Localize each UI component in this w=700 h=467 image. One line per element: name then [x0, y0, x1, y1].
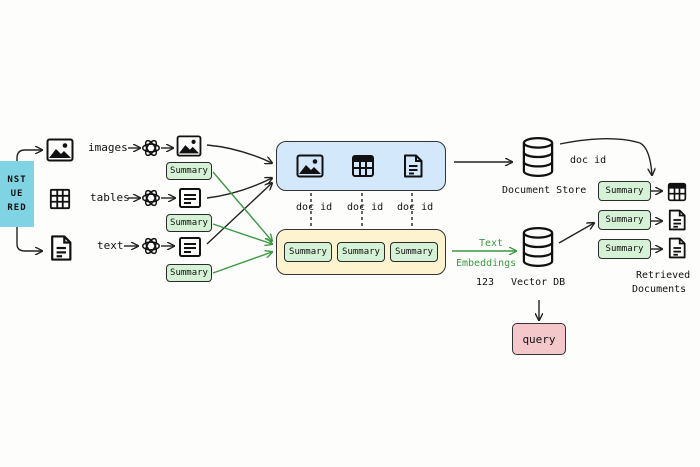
table-icon	[667, 182, 687, 202]
database-icon	[522, 136, 554, 178]
source-line: NST	[7, 175, 27, 185]
summary-arrows	[212, 171, 272, 274]
text-lines-icon	[178, 237, 202, 257]
source-line: UE	[10, 189, 24, 199]
summary-panel: Summary Summary Summary	[276, 229, 446, 275]
document-panel	[276, 141, 446, 191]
source-line: RED	[7, 203, 27, 213]
embedding-value: 123	[476, 277, 495, 288]
query-box: query	[512, 323, 566, 355]
document-icon	[51, 235, 72, 261]
retrieved-arrows	[651, 191, 662, 249]
raw-to-docstore-arrows	[206, 144, 272, 245]
retrieved-summary-chip: Summary	[598, 181, 651, 201]
text-embeddings-label-line2: Embeddings	[456, 258, 517, 269]
doc-id-label: doc id	[397, 202, 434, 213]
openai-logo-icon	[142, 236, 160, 256]
openai-logo-icon	[142, 188, 160, 208]
summary-chip: Summary	[284, 242, 332, 262]
document-store-label: Document Store	[502, 185, 587, 196]
doc-id-label: doc id	[296, 202, 333, 213]
document-icon	[403, 154, 423, 178]
document-icon	[668, 209, 686, 231]
openai-logo-icon	[142, 138, 160, 158]
image-icon	[176, 135, 202, 157]
retrieved-summary-chip: Summary	[598, 239, 651, 259]
document-icon	[668, 237, 686, 259]
summary-chip: Summary	[166, 162, 212, 180]
text-label: text	[97, 239, 124, 252]
database-icon	[522, 226, 554, 268]
retrieved-summary-chip: Summary	[598, 210, 651, 230]
doc-id-label: doc id	[347, 202, 384, 213]
doc-id-label: doc id	[570, 155, 607, 166]
text-lines-icon	[178, 188, 202, 208]
vector-db-label: Vector DB	[511, 277, 566, 288]
summary-chip: Summary	[166, 214, 212, 232]
table-icon	[49, 188, 71, 210]
table-icon	[352, 155, 374, 177]
retrieved-documents-label-line1: Retrieved	[636, 270, 691, 281]
images-label: images	[88, 141, 128, 154]
retrieved-documents-label-line2: Documents	[632, 284, 687, 295]
source-connectors	[16, 150, 42, 251]
tables-label: tables	[90, 191, 130, 204]
unstructured-source: NST UE RED	[0, 161, 34, 227]
image-icon	[296, 154, 324, 178]
summary-chip: Summary	[390, 242, 438, 262]
doc-id-retrieval-arrow	[559, 138, 652, 175]
text-embeddings-label-line1: Text	[479, 238, 504, 249]
image-icon	[46, 138, 74, 162]
summary-chip: Summary	[166, 264, 212, 282]
vector-db-to-retrieved-arrow	[558, 223, 594, 244]
extraction-arrows	[124, 148, 175, 246]
summary-chip: Summary	[337, 242, 385, 262]
